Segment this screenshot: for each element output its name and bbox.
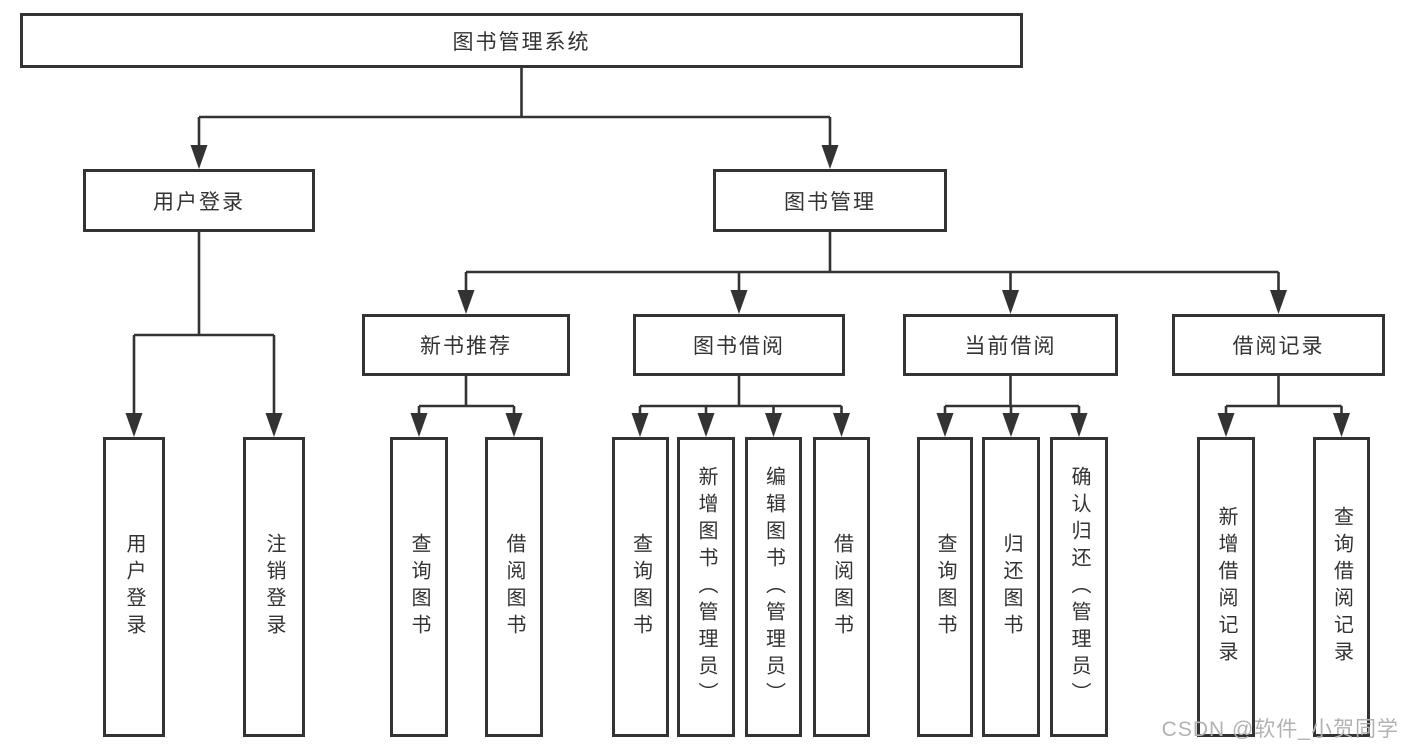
arrowheads	[125, 145, 1350, 437]
node-borrowing-records: 借阅记录	[1172, 314, 1385, 376]
node-leaf-add-books-admin: 新增图书（管理员）	[677, 437, 735, 737]
node-leaf-query-books-borrowing: 查询图书	[612, 437, 669, 737]
node-leaf-edit-books-admin: 编辑图书（管理员）	[745, 437, 802, 737]
node-book-management-system: 图书管理系统	[20, 13, 1023, 68]
node-current-borrowing: 当前借阅	[903, 314, 1118, 376]
node-leaf-confirm-return-admin: 确认归还（管理员）	[1050, 437, 1108, 737]
node-book-management: 图书管理	[713, 169, 947, 232]
node-leaf-logout: 注销登录	[243, 437, 305, 737]
node-leaf-query-borrow-record: 查询借阅记录	[1313, 437, 1370, 737]
node-leaf-return-books: 归还图书	[982, 437, 1040, 737]
node-leaf-query-books-recommend: 查询图书	[390, 437, 448, 737]
node-leaf-user-login: 用户登录	[103, 437, 165, 737]
node-user-login: 用户登录	[83, 169, 315, 232]
node-leaf-query-books-current: 查询图书	[917, 437, 973, 737]
node-leaf-borrow-books: 借阅图书	[813, 437, 870, 737]
node-book-borrowing: 图书借阅	[633, 314, 845, 376]
node-leaf-add-borrow-record: 新增借阅记录	[1197, 437, 1255, 737]
watermark: CSDN @软件_小贺同学	[1161, 718, 1399, 741]
node-leaf-borrow-books-recommend: 借阅图书	[485, 437, 543, 737]
node-new-book-recommendation: 新书推荐	[362, 314, 570, 376]
